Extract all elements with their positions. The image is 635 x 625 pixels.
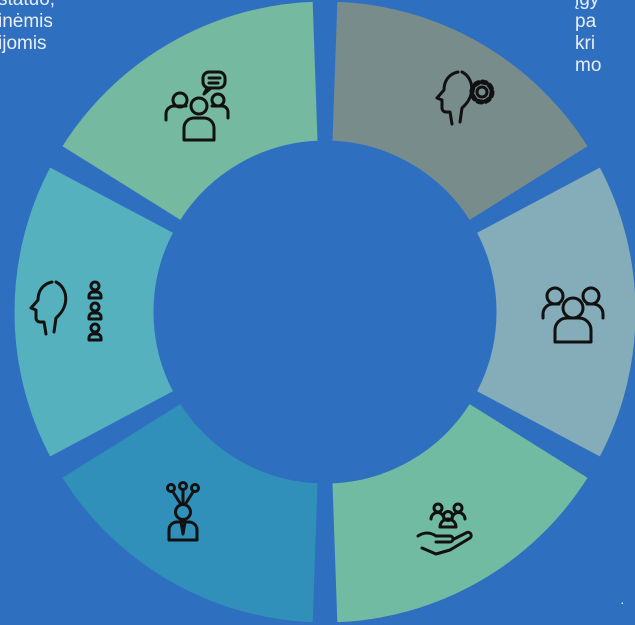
left-text-fragment: statuo, inėmis ijomis — [0, 0, 55, 55]
right-text-line-2: pa — [575, 11, 597, 32]
head-people-icon — [29, 280, 103, 342]
left-text-line-3: ijomis — [0, 33, 47, 54]
network-person-icon — [166, 481, 200, 542]
right-text-line-1: įgy — [575, 0, 599, 10]
segment-top-left — [58, 0, 321, 224]
head-gear-icon — [435, 70, 495, 126]
left-text-line-1: statuo, — [0, 0, 55, 10]
group-chat-icon — [164, 70, 230, 142]
hand-group-icon — [416, 502, 473, 556]
team-icon — [541, 286, 605, 344]
right-text-line-4: mo — [575, 55, 602, 76]
segment-right — [473, 164, 635, 460]
bottom-right-text-fragment: · — [620, 594, 625, 610]
left-text-line-2: inėmis — [0, 11, 53, 32]
right-text-fragment: įgy pa kri mo — [575, 0, 601, 77]
right-text-line-3: kri — [575, 33, 596, 54]
